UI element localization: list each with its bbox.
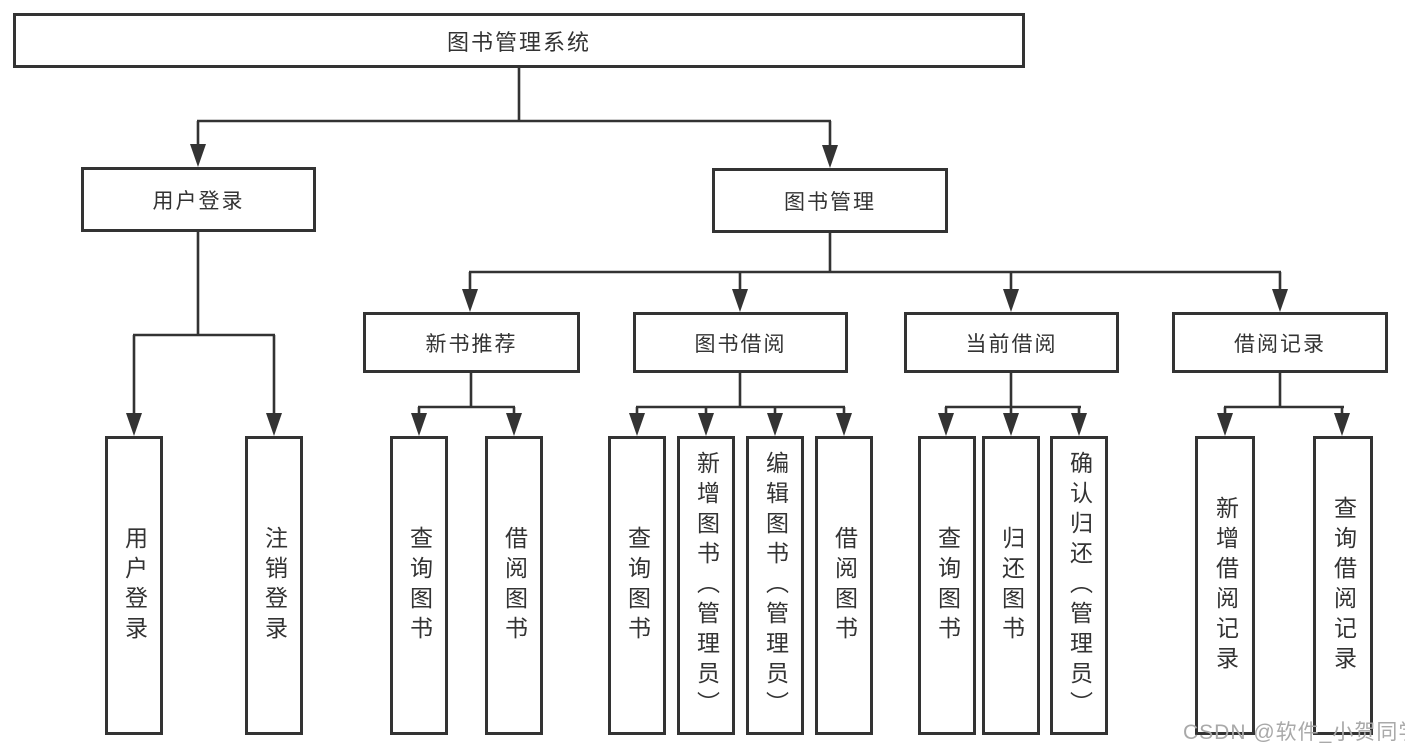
node-new-books-label: 新书推荐 xyxy=(425,332,518,356)
leaf-borrow-query-label: 查询图书 xyxy=(624,525,651,646)
arrow-down-icon xyxy=(1334,413,1350,436)
leaf-newbooks-query: 查询图书 xyxy=(390,436,448,735)
node-borrow-records: 借阅记录 xyxy=(1172,312,1388,373)
node-book-borrow-label: 图书借阅 xyxy=(694,332,787,356)
leaf-borrow-edit: 编辑图书（管理员） xyxy=(746,436,804,735)
arrow-down-icon xyxy=(1272,289,1288,312)
arrow-down-icon xyxy=(822,145,838,168)
leaf-records-add: 新增借阅记录 xyxy=(1195,436,1255,735)
arrow-down-icon xyxy=(836,413,852,436)
leaf-records-query: 查询借阅记录 xyxy=(1313,436,1373,735)
arrow-down-icon xyxy=(767,413,783,436)
node-book-mgmt-label: 图书管理 xyxy=(784,190,876,214)
leaf-borrow-query: 查询图书 xyxy=(608,436,666,735)
leaf-user-login: 用户登录 xyxy=(105,436,163,735)
leaf-borrow-edit-label: 编辑图书（管理员） xyxy=(762,450,789,721)
node-current-borrow: 当前借阅 xyxy=(904,312,1119,373)
arrow-down-icon xyxy=(698,413,714,436)
leaf-borrow-add: 新增图书（管理员） xyxy=(677,436,735,735)
node-root-label: 图书管理系统 xyxy=(446,29,591,55)
node-current-borrow-label: 当前借阅 xyxy=(965,332,1058,356)
leaf-borrow-add-label: 新增图书（管理员） xyxy=(693,450,720,721)
node-user-login: 用户登录 xyxy=(81,167,316,232)
leaf-borrow-borrow: 借阅图书 xyxy=(815,436,873,735)
arrow-down-icon xyxy=(1071,413,1087,436)
leaf-logout: 注销登录 xyxy=(245,436,303,735)
arrow-down-icon xyxy=(1003,289,1019,312)
connector-bookborrow-to-leaves xyxy=(635,373,846,419)
leaf-newbooks-borrow-label: 借阅图书 xyxy=(501,525,528,646)
leaf-current-query-label: 查询图书 xyxy=(934,525,961,646)
leaf-logout-label: 注销登录 xyxy=(261,525,288,646)
arrow-down-icon xyxy=(1217,413,1233,436)
node-book-mgmt: 图书管理 xyxy=(712,168,948,233)
arrow-down-icon xyxy=(266,413,282,436)
arrow-down-icon xyxy=(732,289,748,312)
arrow-down-icon xyxy=(126,413,142,436)
node-borrow-records-label: 借阅记录 xyxy=(1234,332,1326,356)
arrow-down-icon xyxy=(629,413,645,436)
connector-newbooks-to-leaves xyxy=(417,373,516,419)
leaf-newbooks-borrow: 借阅图书 xyxy=(485,436,543,735)
arrow-down-icon xyxy=(938,413,954,436)
leaf-records-add-label: 新增借阅记录 xyxy=(1212,495,1239,676)
arrow-down-icon xyxy=(462,289,478,312)
leaf-current-return-label: 归还图书 xyxy=(998,525,1025,646)
arrow-down-icon xyxy=(1003,413,1019,436)
leaf-current-confirm: 确认归还（管理员） xyxy=(1050,436,1108,735)
leaf-user-login-label: 用户登录 xyxy=(121,525,148,646)
leaf-current-confirm-label: 确认归还（管理员） xyxy=(1066,450,1093,721)
arrow-down-icon xyxy=(506,413,522,436)
node-new-books: 新书推荐 xyxy=(363,312,580,373)
node-user-login-label: 用户登录 xyxy=(152,189,245,213)
leaf-current-query: 查询图书 xyxy=(918,436,976,735)
leaf-records-query-label: 查询借阅记录 xyxy=(1330,495,1357,676)
arrow-down-icon xyxy=(411,413,427,436)
leaf-borrow-borrow-label: 借阅图书 xyxy=(831,525,858,646)
connector-bookmgmt-to-level3 xyxy=(468,233,1282,296)
watermark: CSDN @软件_小贺同学 xyxy=(1183,721,1405,744)
node-root: 图书管理系统 xyxy=(13,13,1025,68)
leaf-current-return: 归还图书 xyxy=(982,436,1040,735)
connector-root-to-level2 xyxy=(196,68,832,151)
node-book-borrow: 图书借阅 xyxy=(633,312,848,373)
connector-records-to-leaves xyxy=(1223,373,1344,419)
connector-userlogin-to-leaves xyxy=(132,232,276,419)
connector-currentborrow-to-leaves xyxy=(944,373,1081,419)
leaf-newbooks-query-label: 查询图书 xyxy=(406,525,433,646)
arrow-down-icon xyxy=(190,144,206,167)
